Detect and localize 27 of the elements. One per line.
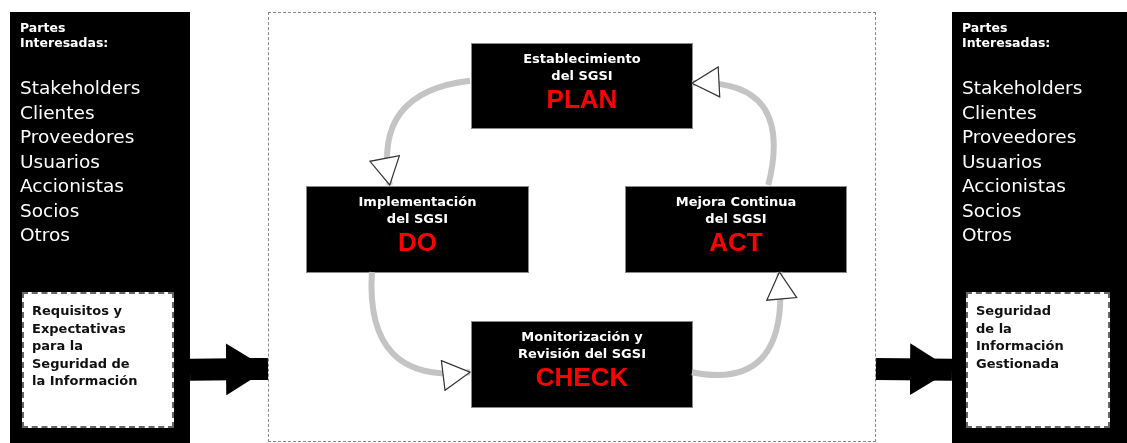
- phase-box: [471, 43, 693, 129]
- phase-box: [306, 186, 529, 273]
- panel-heading: Partes Interesadas:: [20, 20, 110, 50]
- stakeholder-list: Stakeholders Clientes Proveedores Usuarios Accionistas Socios Otros: [20, 76, 170, 248]
- phase-label: CHECK: [534, 362, 630, 392]
- phase-title: Implementación del SGSI: [357, 193, 478, 227]
- stakeholder-list: Stakeholders Clientes Proveedores Usuarios Accionistas Socios Otros: [962, 76, 1112, 248]
- phase-title: Establecimiento del SGSI: [522, 50, 642, 84]
- phase-title: Mejora Continua del SGSI: [674, 193, 798, 227]
- phase-box: [625, 186, 847, 273]
- block-arrow: [875, 343, 953, 396]
- curved-arrow: [691, 67, 777, 186]
- phase-box: [471, 321, 693, 408]
- curved-arrow: [691, 271, 797, 378]
- outcome-box: Seguridad de la Información Gestionada: [966, 292, 1110, 428]
- phase-label: ACT: [708, 227, 764, 257]
- requirements-box: Requisitos y Expectativas para la Seguridad de la Información: [22, 292, 174, 428]
- phase-label: PLAN: [545, 84, 619, 114]
- stakeholder-panel: [952, 12, 1127, 443]
- phase-label: DO: [397, 227, 438, 257]
- stakeholder-panel: [10, 12, 190, 443]
- block-arrow: [189, 343, 269, 396]
- phase-title: Monitorización y Revisión del SGSI: [517, 328, 647, 362]
- panel-heading: Partes Interesadas:: [962, 20, 1052, 50]
- curved-arrow: [368, 271, 471, 390]
- cycle-frame: [268, 12, 876, 442]
- curved-arrow: [370, 77, 471, 186]
